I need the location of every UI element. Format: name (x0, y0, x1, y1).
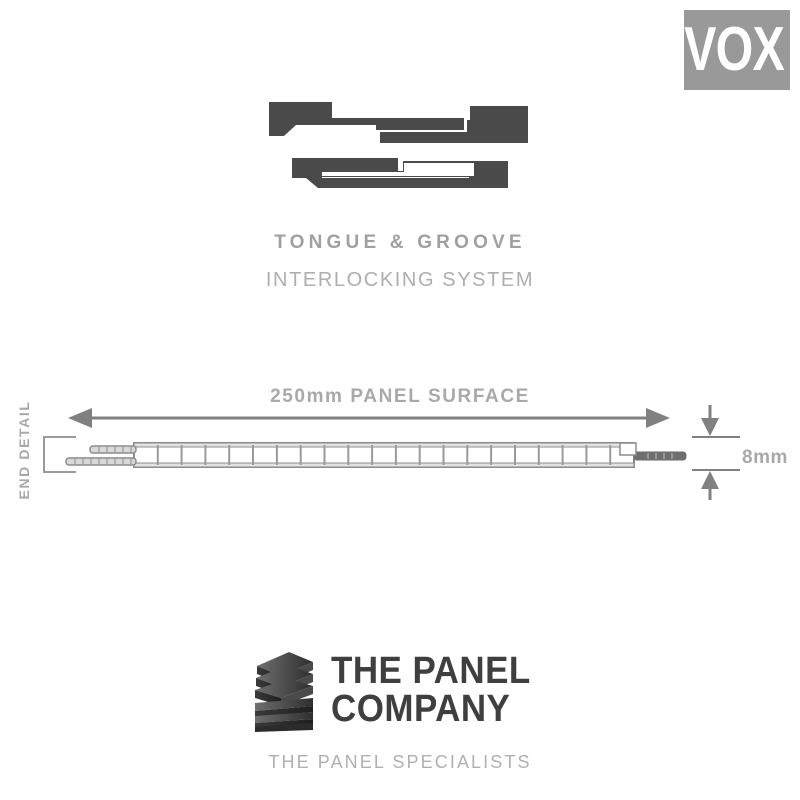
thickness-dimension-label: 8mm (742, 447, 788, 468)
panel-profile-joined-icon (292, 158, 508, 188)
cross-section-tongue-left (65, 445, 137, 466)
vox-logo-text: VOX (684, 15, 785, 84)
arrow-up-icon (701, 471, 719, 489)
end-detail-bracket-icon (43, 436, 76, 473)
width-dimension-arrow (68, 408, 670, 428)
company-name: THE PANEL COMPANY (331, 652, 531, 728)
panel-cross-section (65, 442, 687, 468)
vox-brand-logo: VOX (684, 10, 790, 90)
width-dimension-label: 250mm PANEL SURFACE (270, 386, 530, 407)
arrow-right-icon (646, 408, 670, 428)
company-name-line1: THE PANEL (331, 650, 532, 692)
company-name-line2: COMPANY (331, 688, 511, 730)
arrow-down-icon (701, 418, 719, 436)
stacked-panels-logo-icon (255, 652, 314, 732)
cross-section-groove-right (619, 442, 687, 461)
arrow-left-icon (68, 408, 92, 428)
thickness-dimension-arrow (692, 405, 740, 500)
panel-profile-separated-icon (269, 102, 528, 143)
end-detail-label: END DETAIL (16, 400, 32, 500)
page-title: TONGUE & GROOVE (274, 232, 526, 253)
company-logo: THE PANEL COMPANY (0, 648, 800, 732)
company-tagline: THE PANEL SPECIALISTS (268, 752, 532, 772)
page-subtitle: INTERLOCKING SYSTEM (265, 269, 535, 291)
